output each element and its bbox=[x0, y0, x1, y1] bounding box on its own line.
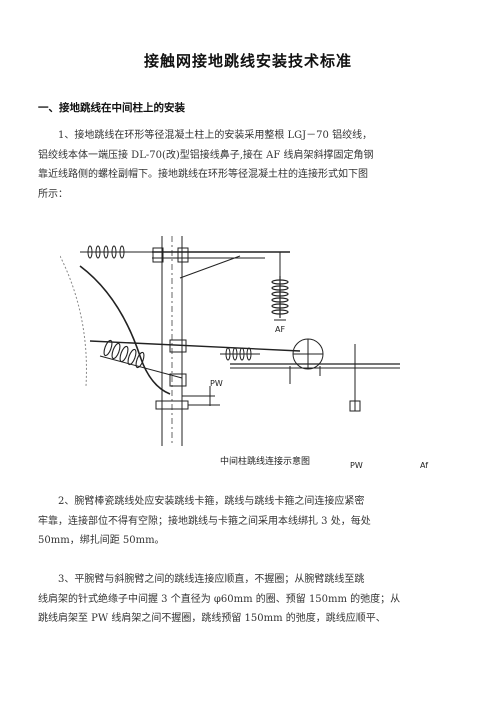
jumper-wire bbox=[79, 265, 171, 395]
paragraph-2: 2、腕臂棒瓷跳线处应安装跳线卡箍，跳线与跳线卡箍之间连接应紧密 牢靠，连接部位不… bbox=[38, 492, 458, 551]
af-bracket-strut bbox=[179, 255, 241, 279]
label-pw-bottom: PW bbox=[350, 461, 363, 470]
label-pw-left: PW bbox=[210, 379, 223, 388]
paragraph-line: 2、腕臂棒瓷跳线处应安装跳线卡箍，跳线与跳线卡箍之间连接应紧密 bbox=[38, 496, 365, 507]
steady-arm-clamp bbox=[349, 400, 361, 412]
catenary-sag-line bbox=[60, 255, 87, 387]
cantilever-base bbox=[169, 339, 187, 353]
paragraph-1: 1、接地跳线在环形等径混凝土柱上的安装采用整根 LGJ－70 铝绞线， 铝绞线本… bbox=[38, 126, 458, 204]
diagonal-arm bbox=[99, 355, 183, 379]
paragraph-line: 牢靠，连接部位不得有空隙；接地跳线与卡箍之间采用本线绑扎 3 处，每处 bbox=[38, 515, 371, 527]
paragraph-line: 3、平腕臂与斜腕臂之间的跳线连接应顺直，不握圈；从腕臂跳线至跳 bbox=[38, 574, 365, 585]
diagram-svg: AF PW PW Af 中间柱跳线连接示意图 bbox=[60, 236, 428, 470]
jumper-connection-diagram: AF PW PW Af 中间柱跳线连接示意图 bbox=[60, 236, 450, 476]
cantilever-arm bbox=[89, 340, 301, 352]
document-title: 接触网接地跳线安装技术标准 bbox=[143, 52, 352, 70]
right-cantilever-insulator bbox=[220, 347, 260, 361]
paragraph-line: 靠近线路侧的螺栓副帽下。接地跳线在环形等径混凝土柱的连接形式如下图 bbox=[38, 169, 368, 180]
diagonal-base bbox=[169, 373, 187, 387]
label-af-top: AF bbox=[275, 325, 285, 334]
label-af-bottom: Af bbox=[420, 461, 428, 470]
af-bracket-clamp bbox=[152, 247, 164, 263]
top-left-insulator bbox=[80, 245, 152, 259]
af-bracket-clamp-right bbox=[177, 247, 189, 263]
paragraph-line: 50mm，绑扎间距 50mm。 bbox=[38, 535, 165, 546]
paragraph-line: 跳线肩架至 PW 线肩架之间不握圈，跳线预留 150mm 的弛度，跳线应顺平、 bbox=[38, 613, 386, 624]
paragraph-3: 3、平腕臂与斜腕臂之间的跳线连接应顺直，不握圈；从腕臂跳线至跳 线肩架的针式绝缘… bbox=[38, 570, 458, 629]
paragraph-line: 铝绞线本体一端压接 DL-70(改)型铝接线鼻子,接在 AF 线肩架斜撑固定角钢 bbox=[38, 149, 374, 161]
paragraph-line: 线肩架的针式绝缘子中间握 3 个直径为 φ60mm 的圈、预留 150mm 的弛… bbox=[38, 593, 401, 605]
af-insulator bbox=[271, 276, 289, 318]
paragraph-line: 所示： bbox=[38, 188, 68, 200]
paragraph-line: 1、接地跳线在环形等径混凝土柱上的安装采用整根 LGJ－70 铝绞线， bbox=[38, 130, 373, 141]
figure-caption: 中间柱跳线连接示意图 bbox=[220, 455, 310, 467]
cantilever-insulator bbox=[103, 339, 145, 369]
section-heading: 一、接地跳线在中间柱上的安装 bbox=[38, 102, 185, 114]
